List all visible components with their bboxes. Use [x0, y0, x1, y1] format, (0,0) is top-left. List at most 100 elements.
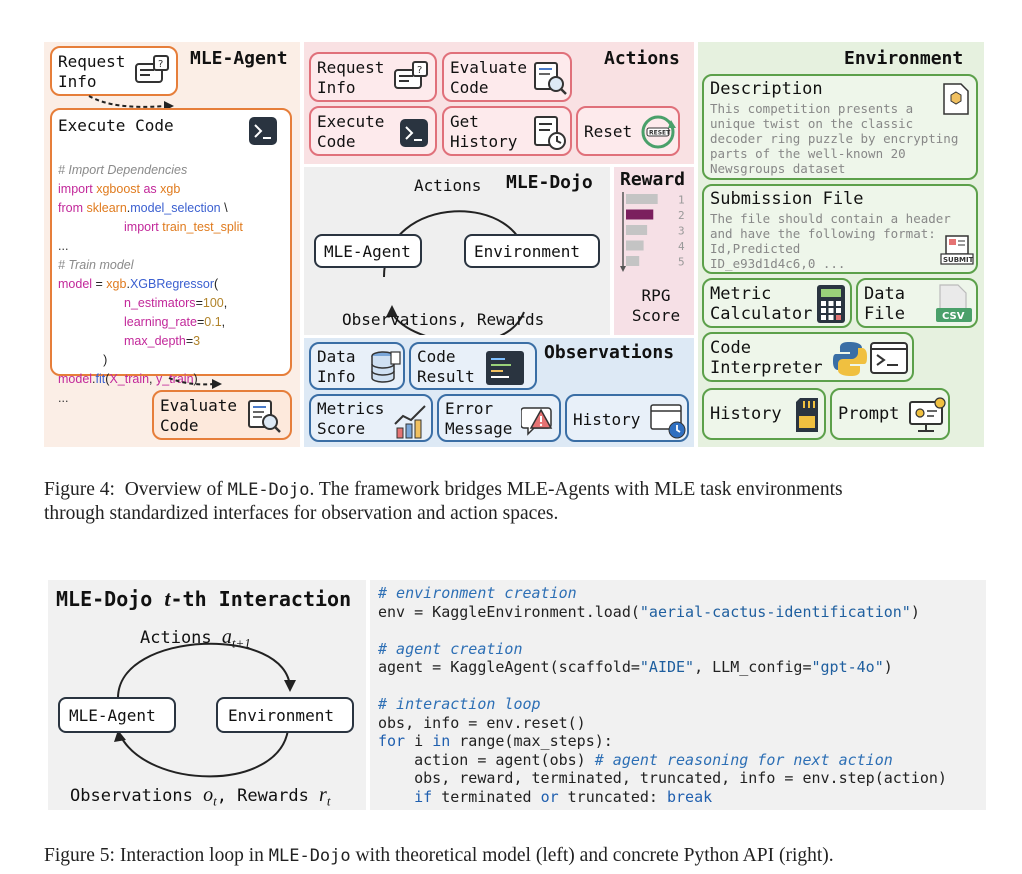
code-text: , LLM_config=: [694, 658, 812, 676]
caption-text: through standardized interfaces for obse…: [44, 503, 559, 524]
description-text: This competition presents a unique twist…: [710, 101, 959, 176]
code-keyword: for: [378, 732, 406, 750]
env-metric-calculator: Metric Calculator: [702, 278, 852, 328]
request-info-label: Request Info: [58, 52, 126, 91]
action-get-history: Get History: [442, 106, 572, 156]
reward-panel-title: Reward: [620, 169, 686, 190]
code-text: obs, info = env.reset(): [378, 713, 586, 732]
info-card-icon: ?: [135, 55, 169, 83]
code-text: ): [910, 602, 920, 621]
obs-label: Data Info: [317, 347, 356, 386]
dashed-arrow-down-2: [168, 377, 222, 389]
caption-text: Overview of: [124, 479, 223, 500]
database-icon: [371, 351, 401, 383]
code-string: "AIDE": [639, 658, 695, 676]
dojo-bottom-label: Observations, Rewards: [342, 310, 545, 329]
fig5-title-var: t: [164, 586, 171, 611]
action-request-info: Request Info ?: [309, 52, 437, 102]
env-label: Metric Calculator: [710, 284, 813, 324]
fig5-cycle-arrows: [114, 642, 296, 778]
code-string: "aerial-cactus-identification": [639, 602, 911, 621]
fig5-title-text: -th Interaction: [170, 587, 352, 611]
evaluate-icon: [248, 400, 281, 433]
math-var: r: [319, 784, 327, 806]
node-label: Environment: [474, 242, 580, 261]
reset-icon: RESET: [641, 115, 676, 149]
reward-rank-label: 3: [678, 225, 685, 238]
label-text: Observations: [70, 786, 204, 806]
env-prompt: Prompt: [830, 388, 950, 440]
dojo-panel-title: MLE-Dojo: [506, 172, 593, 193]
code-line: # Train model: [58, 258, 134, 272]
reward-rank-label: 2: [678, 209, 685, 222]
submit-icon: SUBMIT: [940, 235, 974, 265]
code-keyword: or: [540, 787, 559, 806]
terminal-icon: [400, 119, 428, 147]
code-keyword: break: [667, 787, 713, 806]
node-label: MLE-Agent: [324, 242, 411, 261]
submission-title: Submission File: [710, 189, 864, 209]
obs-label: History: [573, 410, 641, 429]
evaluate-code-box: Evaluate Code: [152, 390, 292, 440]
submission-text: The file should contain a header and hav…: [710, 211, 951, 271]
action-label: Evaluate Code: [450, 58, 528, 97]
python-api-code: # environment creation env = KaggleEnvir…: [378, 584, 947, 806]
code-text: env = KaggleEnvironment.load(: [378, 602, 640, 621]
env-label: Code Interpreter: [710, 338, 823, 378]
env-code-interpreter: Code Interpreter: [702, 332, 914, 382]
fig5-title: MLE-Dojo t-th Interaction: [56, 586, 351, 612]
reward-bar: [626, 240, 644, 251]
reset-icon-text: RESET: [649, 130, 671, 137]
caption-text: Figure 5: Interaction loop in: [44, 845, 269, 866]
csv-file-icon: CSV: [936, 284, 972, 322]
fig5-agent-node: MLE-Agent: [58, 697, 176, 733]
bar-chart-icon: [394, 405, 426, 439]
calculator-icon: [817, 285, 845, 323]
action-reset: Reset RESET: [576, 106, 680, 156]
history-doc-icon: [534, 116, 566, 150]
svg-text:?: ?: [417, 65, 422, 76]
code-text: truncated:: [558, 787, 667, 806]
fig5-actions-label: Actions at+1: [140, 626, 251, 651]
reward-bar: [626, 194, 658, 204]
reward-axis-arrow: [620, 266, 626, 272]
code-line: # Import Dependencies: [58, 163, 188, 177]
obs-metrics-score: Metrics Score: [309, 394, 433, 442]
evaluate-icon: [534, 62, 567, 95]
action-label: Request Info: [317, 58, 385, 97]
csv-icon-text: CSV: [942, 311, 965, 322]
math-sub: t: [326, 793, 331, 809]
action-label: Get History: [450, 112, 518, 151]
obs-label: Metrics Score: [317, 399, 385, 438]
action-label: Execute Code: [317, 112, 385, 151]
history-window-icon: [650, 404, 686, 439]
agent-panel-title: MLE-Agent: [190, 48, 288, 69]
figure-4-caption: Figure 4: Overview of MLE-Dojo. The fram…: [44, 478, 994, 526]
caption-text: with theoretical model (left) and concre…: [350, 845, 834, 866]
env-description: Description This competition presents a …: [702, 74, 978, 180]
obs-error-message: Error Message: [437, 394, 561, 442]
fig5-title-text: MLE-Dojo: [56, 587, 165, 611]
code-comment: # agent creation: [378, 639, 523, 658]
monitor-idea-icon: [909, 397, 946, 432]
environment-panel-title: Environment: [844, 48, 964, 69]
sd-card-icon: [796, 398, 818, 432]
caption-code: MLE-Dojo: [227, 480, 310, 500]
figure-5-code-panel: [370, 580, 986, 810]
env-submission-file: Submission File The file should contain …: [702, 184, 978, 274]
description-title: Description: [710, 79, 823, 99]
env-label: Data File: [864, 284, 905, 324]
code-comment: # interaction loop: [378, 695, 541, 713]
obs-code-result: Code Result: [409, 342, 537, 390]
node-label: MLE-Agent: [69, 706, 156, 725]
code-text: agent = KaggleAgent(scaffold=: [378, 658, 640, 676]
env-label: Prompt: [838, 404, 900, 424]
fig5-obs-label: Observations ot, Rewards rt: [70, 784, 330, 809]
reward-rank-label: 4: [678, 240, 685, 253]
dojo-actions-label: Actions: [414, 176, 482, 195]
code-comment: # agent reasoning for next action: [594, 750, 893, 769]
execute-code-box: Execute Code # Import Dependencies impor…: [50, 108, 292, 405]
caption-code: MLE-Dojo: [268, 846, 351, 866]
caption-label: Figure 4:: [44, 479, 115, 500]
code-text: action = agent(obs): [378, 750, 595, 769]
